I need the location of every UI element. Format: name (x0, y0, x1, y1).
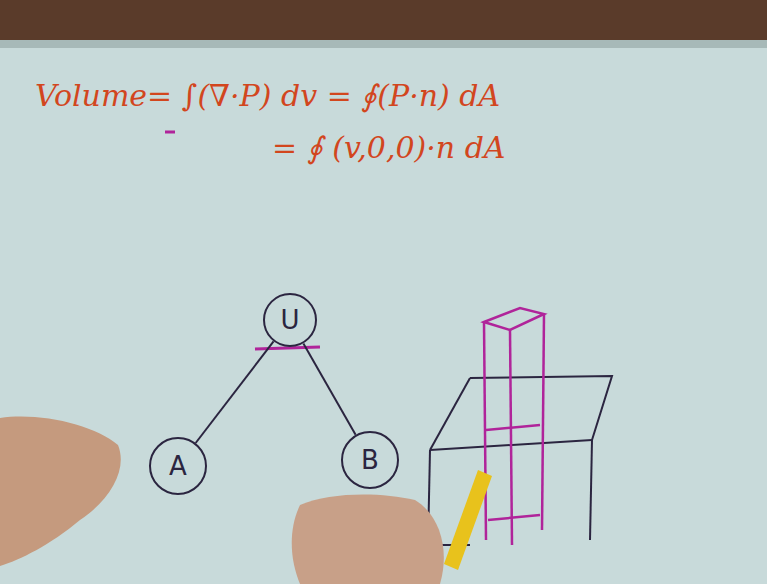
node-letter: U (280, 307, 299, 333)
formula-text: Volume= ∫(∇·P) dv = ∮(P·n) dA (35, 78, 500, 114)
box-sketch (428, 376, 612, 545)
hand (292, 495, 444, 584)
branch-line (303, 343, 355, 434)
branch-line (196, 341, 274, 443)
purple-mark (255, 347, 320, 349)
pencil (444, 470, 492, 570)
tree-node-circle: U (263, 293, 317, 347)
node-letter: B (361, 447, 379, 473)
hand (0, 417, 121, 566)
column-sketch (484, 308, 544, 545)
purple-underline (165, 131, 175, 134)
tree-branch (196, 341, 274, 443)
board-edge (0, 40, 767, 48)
tree-node-circle: A (149, 437, 207, 495)
tree-branch (303, 343, 355, 434)
board-frame (0, 0, 767, 40)
formula-text: = ∮ (v,0,0)·n dA (272, 130, 506, 166)
node-letter: A (169, 453, 187, 479)
tree-node-circle: B (341, 431, 399, 489)
